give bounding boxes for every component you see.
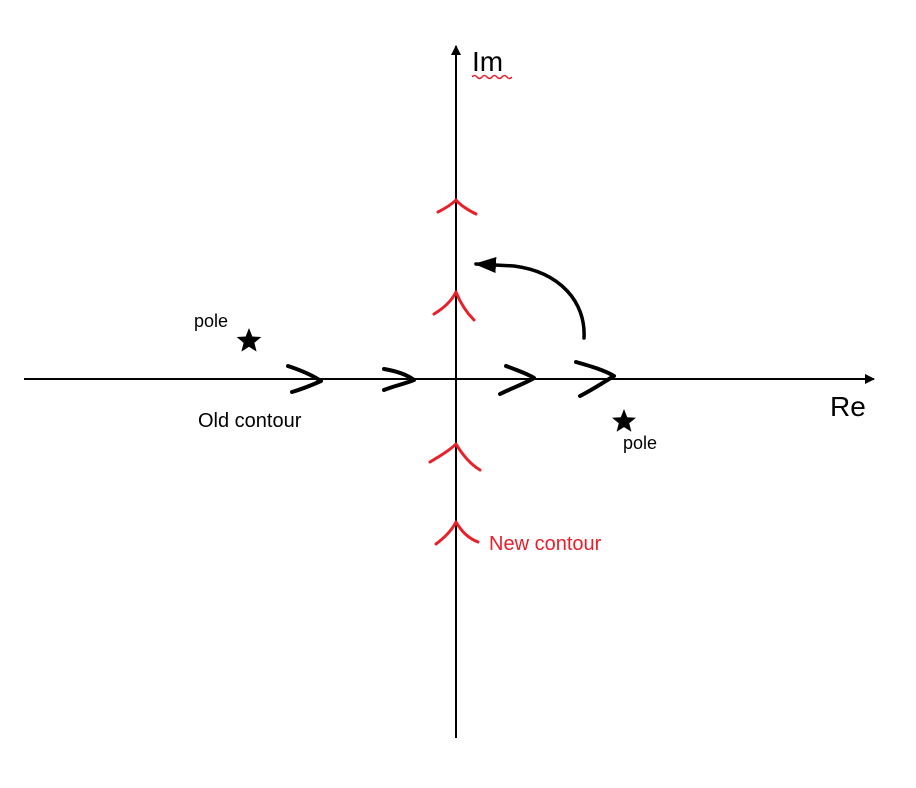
pole-label: pole xyxy=(194,311,229,331)
old-contour-chevron-icon xyxy=(498,364,536,396)
rotation-curved-arrow-icon xyxy=(474,257,586,340)
pole-label: pole xyxy=(623,433,658,453)
old-contour-chevron-icon xyxy=(382,367,416,392)
pole-star-icon xyxy=(612,409,636,432)
new-contour-label: New contour xyxy=(489,533,602,555)
new-contour-chevron-icon xyxy=(428,442,482,472)
new-contour-chevron-icon xyxy=(434,520,480,546)
imaginary-axis-label: Im xyxy=(472,46,504,77)
new-contour-chevron-icon xyxy=(436,198,478,216)
pole-star-icon xyxy=(236,328,262,352)
new-contour-chevron-icon xyxy=(432,290,476,322)
real-axis-label: Re xyxy=(830,391,866,422)
old-contour-chevron-icon xyxy=(286,364,323,394)
old-contour-chevron-icon xyxy=(574,360,616,398)
old-contour-label: Old contour xyxy=(198,410,302,432)
